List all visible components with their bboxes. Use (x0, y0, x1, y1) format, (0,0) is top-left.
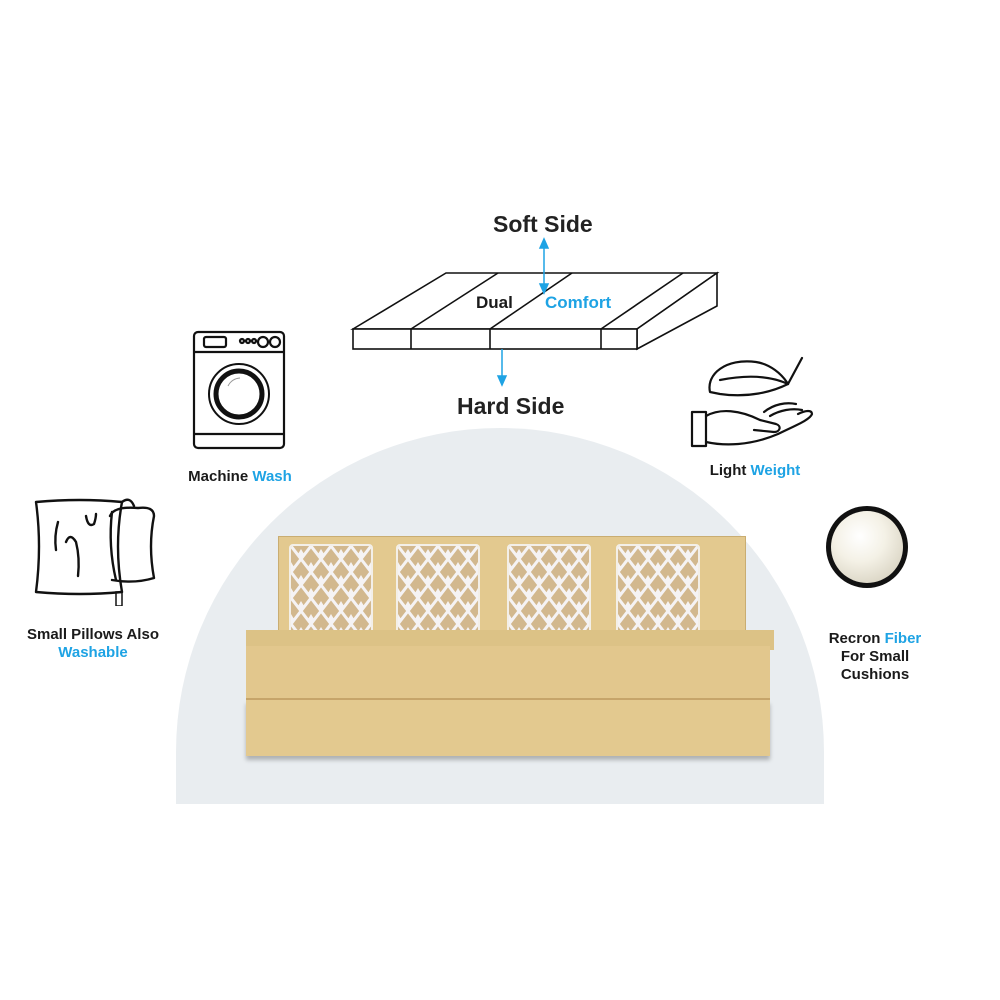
light-weight-label: Light Weight (709, 462, 801, 479)
pillows-washable-label: Small Pillows Also Washable (27, 626, 159, 661)
cushion (289, 544, 373, 638)
ikat-pattern-icon (509, 546, 589, 636)
sofa-base (246, 700, 770, 756)
fiber-photo (826, 506, 908, 588)
mattress-diagram-icon (350, 237, 720, 387)
dual-label: Dual (476, 293, 513, 312)
cushion (396, 544, 480, 638)
cushion (507, 544, 591, 638)
ikat-pattern-icon (398, 546, 478, 636)
ikat-pattern-icon (618, 546, 698, 636)
cushion (616, 544, 700, 638)
comfort-label: Comfort (545, 293, 612, 312)
recron-fiber-label: Recron Fiber For Small Cushions (828, 630, 922, 683)
sofa-seat-top (246, 630, 774, 650)
hard-side-label: Hard Side (457, 393, 565, 419)
machine-wash-label: Machine Wash (188, 468, 292, 485)
soft-side-label: Soft Side (493, 211, 593, 237)
pillow-zip-icon (34, 498, 156, 606)
washing-machine-icon (192, 330, 286, 450)
ikat-pattern-icon (291, 546, 371, 636)
sofa-seat-front (246, 646, 770, 700)
feather-hand-icon (690, 356, 814, 448)
